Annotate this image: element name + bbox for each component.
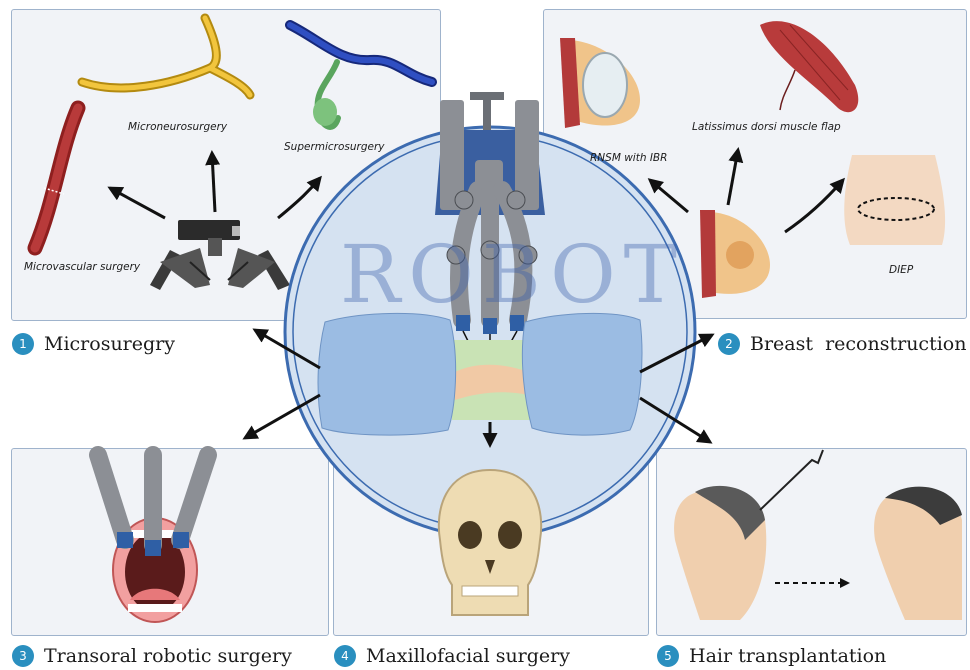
caption-microneurosurgery: Microneurosurgery xyxy=(128,121,227,133)
arrow-to-rnsm xyxy=(650,180,688,212)
surgical-drape-left xyxy=(318,313,456,435)
number-badge: 5 xyxy=(657,645,679,667)
breast-implant-icon xyxy=(560,38,640,128)
arrow-to-latissimus xyxy=(728,150,738,205)
head-before-icon xyxy=(674,486,766,620)
arrow-to-diep xyxy=(785,180,843,232)
heading-label: Breast reconstruction xyxy=(750,333,966,355)
number-badge: 2 xyxy=(718,333,740,355)
hair-transplant-device-icon xyxy=(760,450,823,510)
heading-hair: 5 Hair transplantation xyxy=(657,645,886,667)
heading-label: Transoral robotic surgery xyxy=(44,645,292,667)
arrow-to-supermicro xyxy=(278,178,320,218)
microscope-icon xyxy=(178,220,240,256)
number-badge: 3 xyxy=(12,645,34,667)
head-after-icon xyxy=(874,487,962,620)
caption-supermicrosurgery: Supermicrosurgery xyxy=(284,141,385,153)
heading-label: Maxillofacial surgery xyxy=(366,645,570,667)
patient-body-icon xyxy=(452,340,530,420)
blood-vessel-icon xyxy=(35,108,78,248)
lymphatic-vessel-icon xyxy=(290,25,432,127)
caption-latissimus: Latissimus dorsi muscle flap xyxy=(692,121,841,133)
robot-title: ROBOT xyxy=(340,228,640,321)
heading-microsurgery: 1 Microsuregry xyxy=(12,333,175,355)
heading-breast-reconstruction: 2 Breast reconstruction xyxy=(718,333,966,355)
number-badge: 1 xyxy=(12,333,34,355)
transoral-robot-arms-icon xyxy=(98,455,208,556)
latissimus-muscle-icon xyxy=(760,21,858,112)
heading-label: Microsuregry xyxy=(44,333,175,355)
caption-rnsm-ibr: RNSM with IBR xyxy=(590,152,667,164)
heading-maxillofacial: 4 Maxillofacial surgery xyxy=(334,645,570,667)
breast-icon xyxy=(700,210,770,298)
surgical-drape-right xyxy=(522,313,642,435)
abdomen-icon xyxy=(844,155,945,245)
caption-microvascular: Microvascular surgery xyxy=(24,261,140,273)
arrow-to-microneuro xyxy=(212,153,215,212)
heading-label: Hair transplantation xyxy=(689,645,886,667)
nerve-icon xyxy=(82,18,250,95)
arrow-to-microvascular xyxy=(110,188,165,218)
skull-icon xyxy=(439,470,541,615)
heading-transoral: 3 Transoral robotic surgery xyxy=(12,645,292,667)
number-badge: 4 xyxy=(334,645,356,667)
caption-diep: DIEP xyxy=(889,264,913,276)
